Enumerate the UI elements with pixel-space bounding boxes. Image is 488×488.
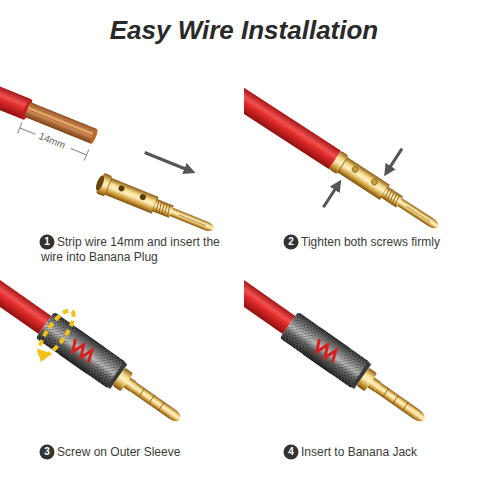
banana-plug — [96, 173, 218, 232]
step-number-circle: 1 — [39, 234, 55, 250]
strand-end — [89, 128, 99, 144]
screw-hole — [139, 193, 147, 201]
assembled-plug — [0, 262, 189, 433]
step-three-art — [0, 262, 196, 438]
step-number: 3 — [39, 444, 55, 460]
tighten-arrow — [323, 184, 338, 207]
step-number: 4 — [283, 444, 299, 460]
banana-plug — [329, 151, 444, 232]
insert-arrow — [145, 153, 191, 172]
step-number-circle: 2 — [283, 234, 299, 250]
step-two-art — [244, 50, 463, 232]
tighten-arrow — [387, 149, 402, 172]
circle-fill — [40, 235, 55, 250]
screw-head — [351, 165, 359, 173]
step-number: 2 — [283, 234, 299, 250]
step-one-art — [0, 50, 234, 232]
step-caption: Strip wire 14mm and insert the wire into… — [41, 235, 233, 265]
strand-lines — [26, 106, 96, 140]
step-number: 1 — [39, 234, 55, 250]
step-number-circle: 3 — [39, 444, 55, 460]
wire-entry-hole — [94, 174, 106, 191]
assembled-plug — [244, 262, 433, 433]
screw-head — [370, 178, 378, 186]
screw-hole — [118, 185, 126, 193]
circle-fill — [40, 445, 55, 460]
circle-fill — [284, 445, 299, 460]
circle-fill — [284, 235, 299, 250]
step-caption: Insert to Banana Jack — [285, 445, 477, 460]
dimension-bracket — [18, 122, 89, 160]
step-number-circle: 4 — [283, 444, 299, 460]
step-four-art — [244, 262, 433, 433]
diagram-title: Easy Wire Installation — [0, 14, 488, 46]
rotation-arrowhead — [33, 345, 52, 364]
step-caption: Screw on Outer Sleeve — [41, 445, 233, 460]
step-caption: Tighten both screws firmly — [285, 235, 477, 250]
red-cable — [244, 50, 341, 169]
